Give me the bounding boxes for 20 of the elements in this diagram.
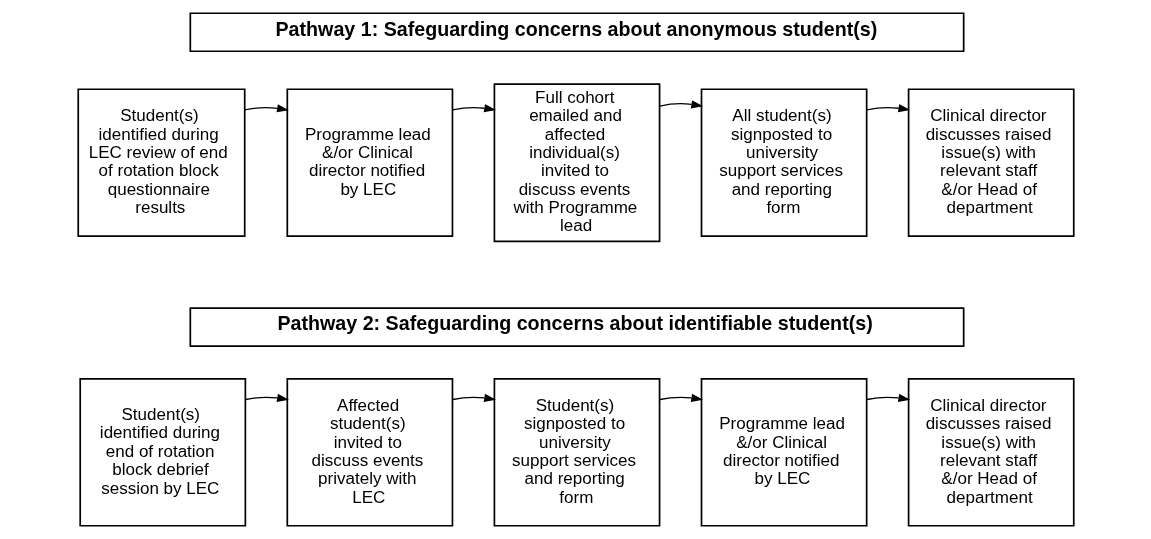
node-box: Programme lead &/or Clinical director notified by LEC — [285, 88, 453, 237]
node-box: Pathway 1: Safeguarding concerns about anonymous student(s) — [188, 12, 964, 53]
node-box: Programme lead &/or Clinical director notified by LEC — [700, 378, 867, 527]
arrow — [865, 393, 910, 402]
arrow — [243, 104, 289, 113]
node-box: Student(s) identified during end of rotation block debrief session by LEC — [78, 378, 246, 527]
node-box: Student(s) identified during LEC review of end of rotation block questionnaire results — [76, 88, 246, 237]
arrow — [451, 393, 496, 402]
arrow — [244, 393, 289, 402]
node-box: Affected student(s) invited to discuss events privately with LEC — [285, 378, 453, 527]
node-box: Clinical director discusses raised issue(s) with relevant staff &/or Head of department — [907, 88, 1075, 237]
node-box: Clinical director discusses raised issue(s) with relevant staff &/or Head of department — [907, 378, 1075, 527]
node-box: All student(s) signposted to university support services and reporting form — [700, 88, 867, 237]
arrow — [451, 104, 496, 113]
node-box: Pathway 2: Safeguarding concerns about identifiable student(s) — [188, 307, 964, 348]
arrow — [658, 393, 703, 402]
node-box: Student(s) signposted to university support services and reporting form — [493, 378, 660, 527]
node-box: Full cohort emailed and affected individual(s) invited to discuss events with Programme lead — [493, 83, 660, 243]
arrow — [658, 100, 703, 109]
arrow — [865, 104, 910, 113]
